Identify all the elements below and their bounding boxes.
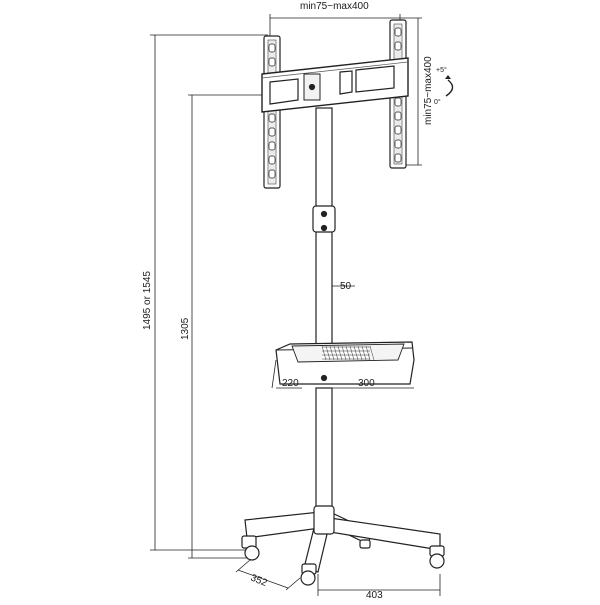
frame-edge [261,61,409,79]
hub-bolt [308,83,316,91]
shelf-vent-area [322,346,368,360]
vent-line [357,345,363,361]
clamp-bolt-bottom [320,224,328,232]
tv-mount-bracket [261,19,409,189]
pole-clamp [312,205,336,233]
tilt-arrowhead-icon [445,75,451,79]
caster-left [241,535,260,561]
caster-right [429,545,445,569]
mount-height-label: 1305 [180,317,191,340]
vent-line [365,345,371,361]
vent-line [349,345,355,361]
frame-window-right [355,65,395,93]
shelf-depth-label: 220 [282,378,299,389]
vent-line [333,345,339,361]
frame-window-center [339,70,353,95]
tilt-arrow-icon [445,79,454,97]
total-height-label: 1495 or 1545 [142,271,153,330]
caster-back [359,539,371,549]
base-depth-label: 352 [249,573,269,590]
pole [312,107,336,519]
vent-line [321,345,327,361]
tilt-zero-label: 0° [434,98,441,106]
tilt-up-label: +5° [436,66,447,74]
vent-line [361,345,367,361]
vent-line [341,345,347,361]
vent-line [337,345,343,361]
shelf-depth-leader [271,359,277,389]
shelf-knob [320,374,328,382]
base-depth-line [237,569,289,589]
base-depth-ext-2 [285,577,301,591]
base-leg-right [329,517,441,551]
frame-window-left [269,78,299,105]
base [241,505,445,586]
base-leg-left [244,511,321,539]
tilt-indicator: +5° 0° [434,66,454,106]
top-width-label: min75~max400 [300,1,369,12]
pole-diameter-label: 50 [340,281,352,292]
shelf [275,341,415,385]
shelf-width-label: 300 [358,378,375,389]
clamp-bolt-top [320,210,328,218]
vent-line [353,345,359,361]
dimension-labels: min75~max400 min75~max400 1495 or 1545 1… [142,1,434,601]
vent-line [369,345,375,361]
base-width-label: 403 [366,590,383,600]
vent-line [329,345,335,361]
lower-pole [315,387,333,519]
vent-line [325,345,331,361]
base-hub [313,505,335,535]
side-height-label: min75~max400 [423,56,434,125]
vent-line [345,345,351,361]
shelf-vent-grid [321,345,375,361]
caster-front [300,563,317,586]
